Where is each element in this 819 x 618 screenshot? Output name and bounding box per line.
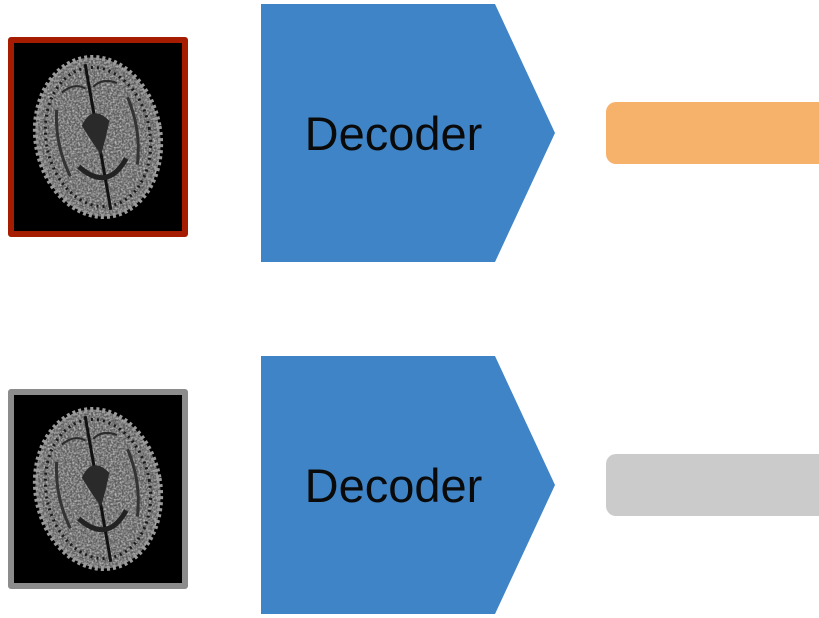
brain-mri-slice-icon (14, 395, 182, 583)
brain-mri-slice-icon (14, 43, 182, 231)
decoder-arrow-shape (261, 4, 555, 262)
decoder-block: Decoder (261, 4, 555, 266)
output-bar (606, 102, 819, 164)
decoder-block: Decoder (261, 356, 555, 618)
decoder-arrow-shape (261, 356, 555, 614)
diagram-row-2: Decoder (0, 356, 819, 618)
decoder-label: Decoder (304, 459, 483, 512)
decoder-label: Decoder (304, 107, 483, 160)
diagram-row-1: Decoder (0, 4, 819, 266)
brain-mri-image (8, 37, 188, 237)
brain-mri-image (8, 389, 188, 589)
output-bar (606, 454, 819, 516)
